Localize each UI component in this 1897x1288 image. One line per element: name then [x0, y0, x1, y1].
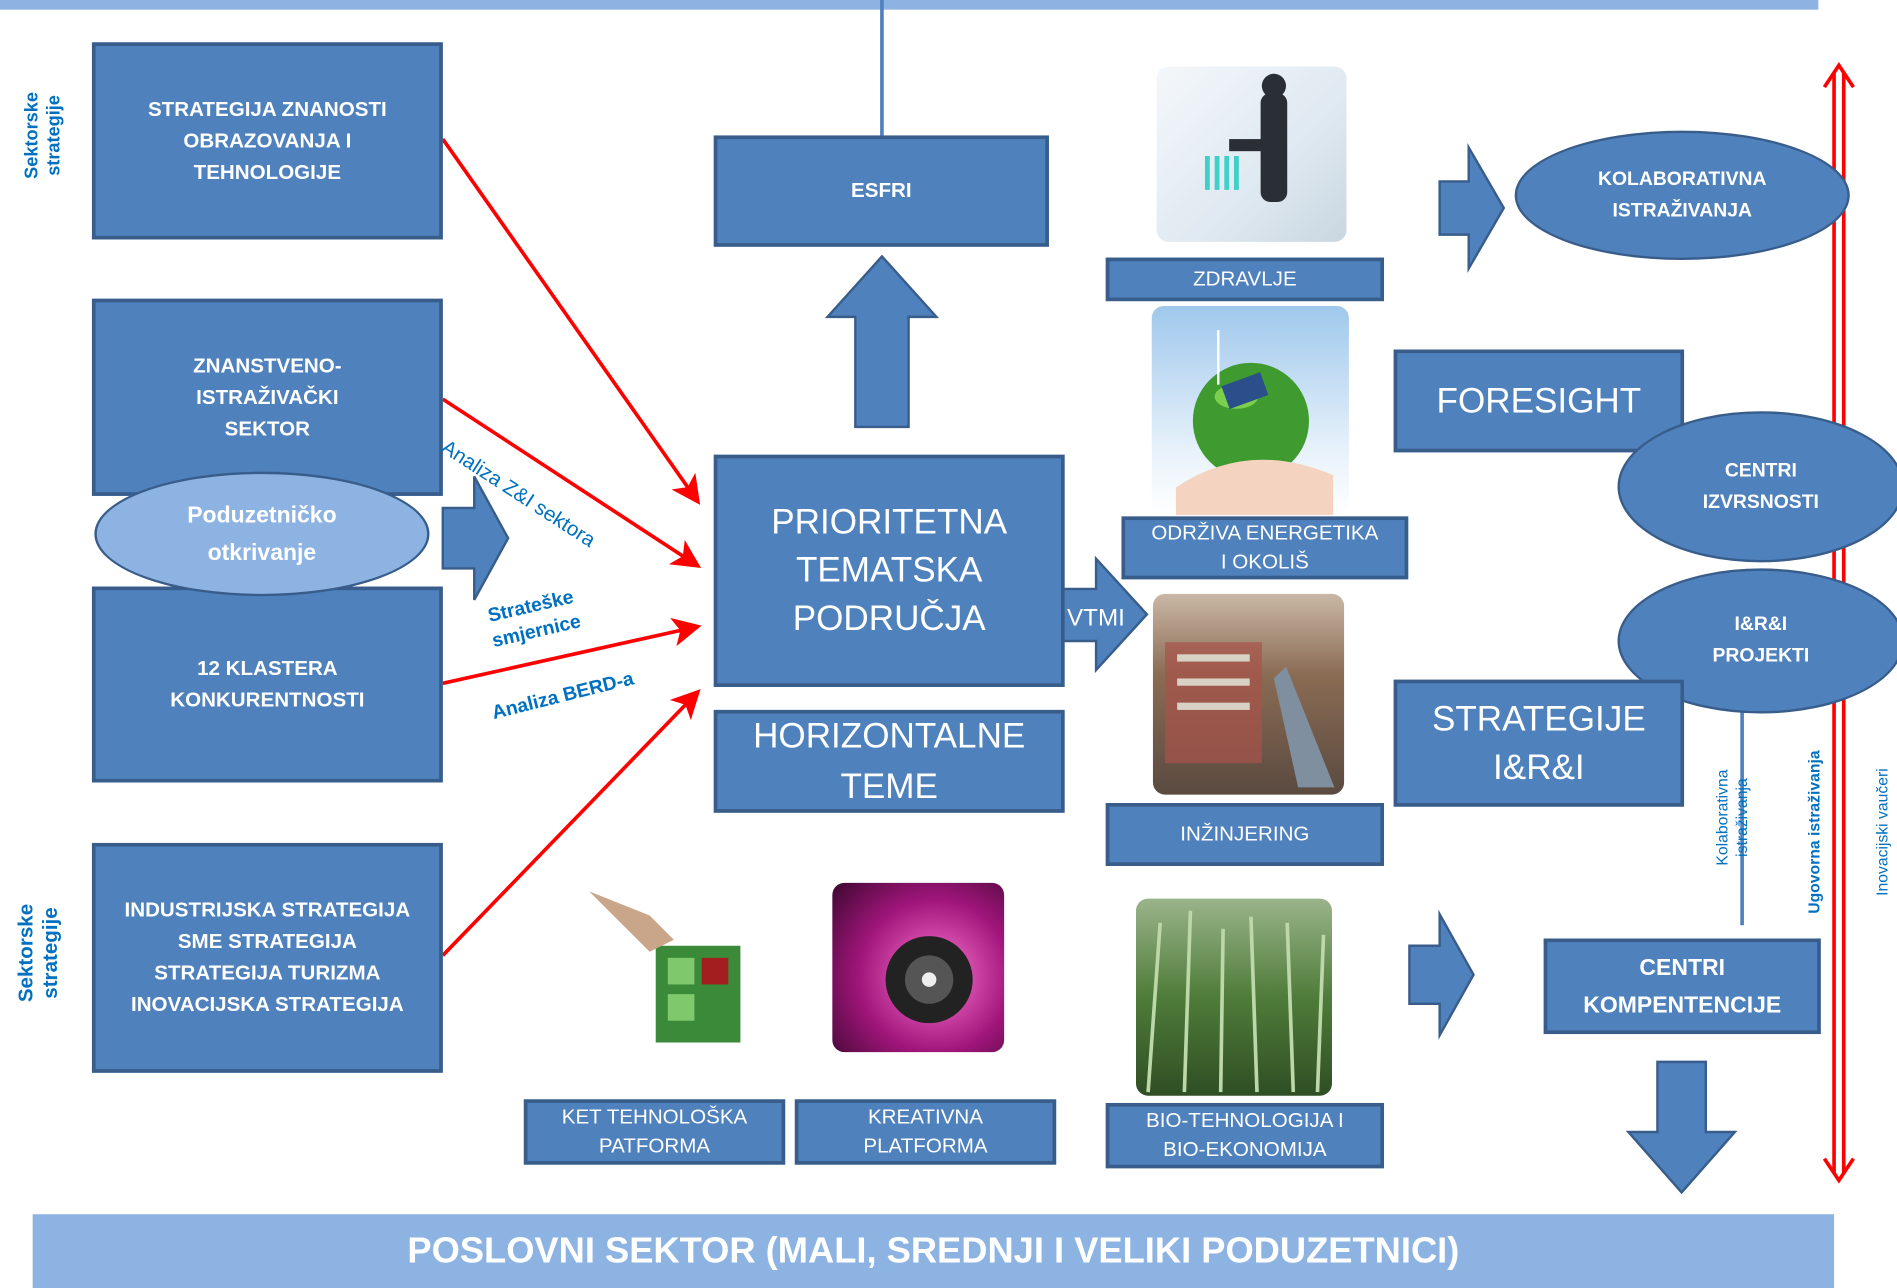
red-arrow-industrijska [441, 689, 701, 957]
block-arrow-kolaborativna [1438, 143, 1506, 273]
zdravlje-image [1156, 66, 1347, 242]
industrijska-strategija-box: INDUSTRIJSKA STRATEGIJA SME STRATEGIJA S… [91, 842, 443, 1073]
kreativna-image [832, 882, 1005, 1053]
ket-image [589, 879, 759, 1061]
block-arrow-poduzetnicko [441, 475, 510, 601]
block-arrow-centri-kompetencije [1408, 909, 1475, 1040]
red-arrow-znanstveno [441, 397, 702, 568]
klastera-box: 12 KLASTERA KONKURENTNOSTI [91, 586, 443, 783]
top-band [0, 0, 1819, 10]
bio-label: BIO-TEHNOLOGIJA I BIO-EKONOMIJA [1105, 1102, 1385, 1169]
ket-label: KET TEHNOLOŠKA PATFORMA [523, 1099, 786, 1165]
block-arrow-up-esfri [824, 254, 940, 429]
label-ugovorna-istrazivanja: Ugovorna istraživanja [1805, 750, 1824, 914]
prioritetna-podrucja-box: PRIORITETNA TEMATSKA PODRUČJA [713, 454, 1065, 687]
energetika-label: ODRŽIVA ENERGETIKA I OKOLIŠ [1121, 516, 1409, 580]
energetika-image [1151, 305, 1349, 516]
red-arrow-klastera [442, 617, 702, 686]
red-arrow-strategija [441, 138, 701, 505]
inzinjering-label: INŽINJERING [1105, 803, 1385, 866]
red-arrowhead-top [1822, 62, 1855, 89]
inzinjering-image [1152, 593, 1345, 795]
esfri-box: ESFRI [713, 135, 1049, 247]
kreativna-label: KREATIVNA PLATFORMA [794, 1099, 1057, 1165]
bio-image [1136, 898, 1332, 1096]
side-label-sektorske-bottom: Sektorske strategije [14, 903, 62, 1003]
strategija-znanosti-box: STRATEGIJA ZNANOSTI OBRAZOVANJA I TEHNOL… [91, 42, 443, 240]
vtmi-label: VTMI [1067, 604, 1125, 632]
red-arrowhead-bottom [1822, 1157, 1855, 1184]
side-label-sektorske-top: Sektorske strategije [21, 92, 65, 179]
poduzetnicko-otkrivanje-ellipse: Poduzetničko otkrivanje [94, 471, 430, 597]
strategije-iri-box: STRATEGIJE I&R&I [1393, 679, 1685, 807]
label-inovacijski-vauceri: Inovacijski vaučeri [1872, 768, 1891, 896]
centri-izvrsnosti-ellipse: CENTRI IZVRSNOSTI [1617, 411, 1897, 563]
foresight-box: FORESIGHT [1393, 349, 1685, 453]
label-kolaborativna-istrazivanja: Kolaborativna istraživanja [1713, 769, 1751, 866]
znanstveno-istrazivacki-box: ZNANSTVENO- ISTRAŽIVAČKI SEKTOR [91, 298, 443, 496]
poslovni-sektor-band: POSLOVNI SEKTOR (MALI, SREDNJI I VELIKI … [32, 1214, 1835, 1288]
zdravlje-label: ZDRAVLJE [1105, 257, 1385, 302]
centri-kompetencije-box: CENTRI KOMPENTENCIJE [1543, 938, 1821, 1035]
horizontalne-teme-box: HORIZONTALNE TEME [713, 709, 1065, 813]
kolaborativna-ellipse: KOLABORATIVNA ISTRAŽIVANJA [1514, 130, 1850, 261]
block-arrow-down-poslovni [1625, 1060, 1738, 1195]
